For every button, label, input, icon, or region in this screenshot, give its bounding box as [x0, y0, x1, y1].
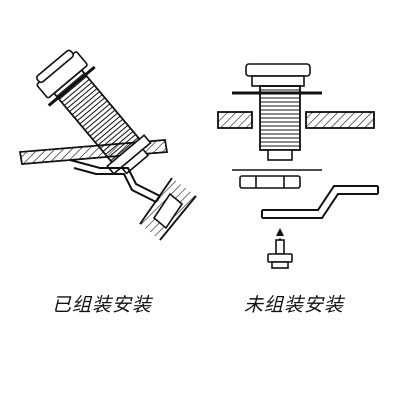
right-cam-arm — [261, 185, 379, 219]
left-loose-nut — [139, 177, 197, 241]
unassembled-caption: 未组装安装 — [244, 294, 345, 316]
left-lock-head — [36, 49, 96, 107]
right-hex-nut — [232, 169, 322, 189]
unassembled-lock-drawing — [217, 63, 379, 269]
assembled-caption: 已组装安装 — [52, 294, 153, 316]
right-screw — [267, 239, 293, 269]
right-threaded-cylinder — [259, 85, 301, 161]
assembled-lock-drawing — [19, 49, 197, 241]
right-mounting-panel — [217, 111, 375, 129]
